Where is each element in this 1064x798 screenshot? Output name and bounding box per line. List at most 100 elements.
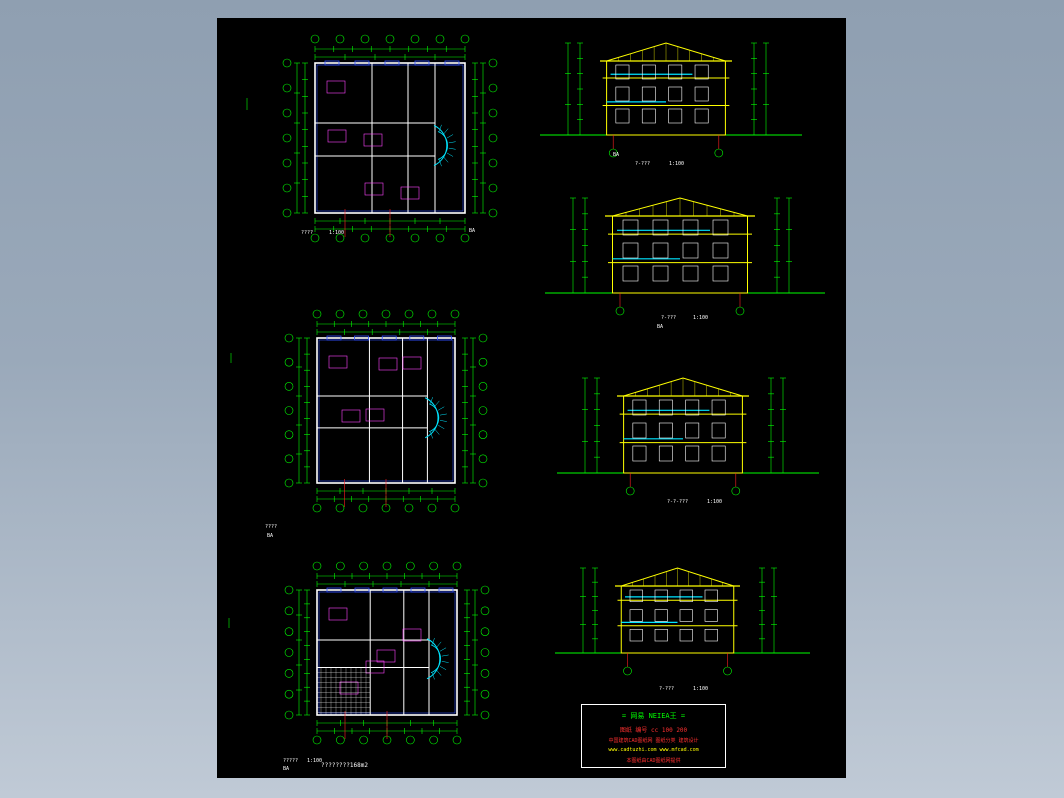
elevation-2-window bbox=[712, 242, 729, 259]
axis-bubble-left bbox=[284, 585, 294, 595]
plan-caption-3: ????? bbox=[283, 758, 299, 764]
axis-bubble-right bbox=[480, 648, 490, 657]
elevation-3-window bbox=[658, 422, 673, 439]
elevation-2-axis-bubble bbox=[735, 306, 745, 316]
elevation-3-window bbox=[711, 445, 726, 462]
elevation-caption-1: ?-??? bbox=[635, 161, 651, 167]
plan-inner-wall bbox=[318, 591, 456, 714]
axis-bubble-top bbox=[404, 309, 414, 319]
axis-bubble-top bbox=[359, 561, 368, 571]
stair-tread bbox=[446, 152, 454, 157]
elevation-1-window bbox=[641, 86, 656, 102]
axis-bubble-left bbox=[284, 333, 294, 343]
furniture-block bbox=[365, 660, 385, 674]
axis-bubble-right bbox=[488, 133, 498, 143]
elevation-3-window bbox=[632, 399, 647, 416]
stair-tread bbox=[443, 156, 449, 163]
axis-bubble-left bbox=[282, 133, 292, 143]
elevation-3-window bbox=[711, 422, 726, 439]
axis-bubble-left bbox=[284, 478, 294, 488]
title-block-row-3: www.cadtuzhi.com www.mfcad.com bbox=[608, 747, 699, 753]
axis-bubble-bottom bbox=[359, 735, 368, 745]
axis-bubble-top bbox=[358, 309, 368, 319]
window-opening bbox=[326, 335, 342, 341]
axis-bubble-bottom bbox=[450, 503, 460, 513]
axis-bubble-left bbox=[284, 430, 294, 439]
elevation-3-axis-bubble bbox=[625, 486, 635, 496]
stair-tread bbox=[448, 141, 456, 144]
window-opening bbox=[382, 587, 398, 593]
window-opening bbox=[354, 587, 370, 593]
furniture-block bbox=[341, 409, 361, 423]
axis-bubble-top bbox=[382, 561, 392, 571]
elevation-3-window bbox=[685, 399, 700, 416]
axis-bubble-left bbox=[284, 648, 294, 657]
elevation-caption-3: ?-?-??? bbox=[667, 499, 689, 505]
elevation-1-window bbox=[694, 64, 709, 80]
axis-bubble-left bbox=[284, 357, 294, 367]
axis-bubble-bottom bbox=[336, 735, 345, 745]
plan-caption-2: ???? bbox=[265, 524, 278, 530]
title-block-row-4: 本图纸由CAD图纸网提供 bbox=[626, 758, 681, 764]
furniture-block bbox=[364, 182, 384, 196]
axis-bubble-right bbox=[480, 627, 490, 636]
axis-bubble-left bbox=[282, 83, 292, 93]
furniture-block bbox=[402, 356, 422, 370]
stair-tread bbox=[430, 431, 433, 439]
axis-bubble-right bbox=[480, 585, 490, 595]
plan-caption-1: ???? bbox=[301, 230, 314, 236]
axis-bubble-left bbox=[282, 208, 292, 218]
area-note: ????????168m2 bbox=[321, 762, 368, 769]
plan-inner-wall bbox=[316, 64, 464, 212]
stair-tread bbox=[431, 672, 435, 680]
elevation-1-axis-bubble bbox=[608, 148, 618, 158]
elevation-2-window bbox=[652, 265, 669, 282]
window-opening bbox=[384, 60, 400, 66]
axis-bubble-right bbox=[488, 158, 498, 168]
axis-bubble-left bbox=[282, 158, 292, 168]
axis-bubble-left bbox=[282, 183, 292, 193]
plan-scale-1: 1:100 bbox=[329, 230, 345, 236]
stair-tread bbox=[448, 147, 456, 150]
window-opening bbox=[354, 60, 370, 66]
elevation-1-window bbox=[668, 108, 683, 124]
elevation-1-axis-bubble bbox=[714, 148, 724, 158]
stair-tread bbox=[439, 647, 447, 652]
axis-bubble-top bbox=[406, 561, 415, 571]
title-block-row-1: 图纸 编号 cc 100 200 bbox=[619, 727, 688, 734]
axis-bubble-bottom bbox=[335, 503, 345, 513]
window-opening bbox=[409, 335, 425, 341]
axis-bubble-right bbox=[488, 208, 498, 218]
axis-bubble-top bbox=[427, 309, 437, 319]
axis-bubble-bottom bbox=[335, 233, 345, 243]
elevation-4-window bbox=[704, 609, 718, 622]
elevation-2-window bbox=[712, 265, 729, 282]
axis-bubble-bottom bbox=[312, 503, 322, 513]
axis-bubble-left bbox=[284, 627, 294, 636]
elevation-1-facade bbox=[606, 60, 726, 136]
axis-bubble-top bbox=[360, 34, 370, 44]
stair-tread bbox=[439, 420, 447, 422]
elevation-1-window bbox=[641, 108, 656, 124]
elevation-1-window bbox=[615, 108, 630, 124]
elevation-scale-1: 1:100 bbox=[669, 161, 685, 167]
spiral-stair bbox=[424, 397, 439, 439]
furniture-block bbox=[402, 628, 422, 642]
elevation-1-window bbox=[668, 64, 683, 80]
axis-bubble-bottom bbox=[452, 735, 462, 745]
elevation-4-window bbox=[629, 609, 643, 622]
stair-tread bbox=[438, 425, 445, 429]
axis-bubble-bottom bbox=[427, 503, 437, 513]
elevation-4-window bbox=[654, 589, 668, 602]
axis-bubble-top bbox=[335, 34, 345, 44]
window-opening bbox=[324, 60, 340, 66]
elevation-4-window bbox=[654, 609, 668, 622]
axis-bubble-bottom bbox=[460, 233, 470, 243]
elevation-2-window bbox=[712, 219, 729, 236]
axis-bubble-bottom bbox=[358, 503, 368, 513]
axis-bubble-right bbox=[488, 108, 498, 118]
drawing-sheet: ???? 1:100 BA ???? BA ????? BA 1:100 ???… bbox=[217, 18, 846, 778]
stair-tread bbox=[434, 400, 440, 407]
stair-tread bbox=[446, 134, 454, 139]
axis-bubble-left bbox=[284, 606, 294, 616]
